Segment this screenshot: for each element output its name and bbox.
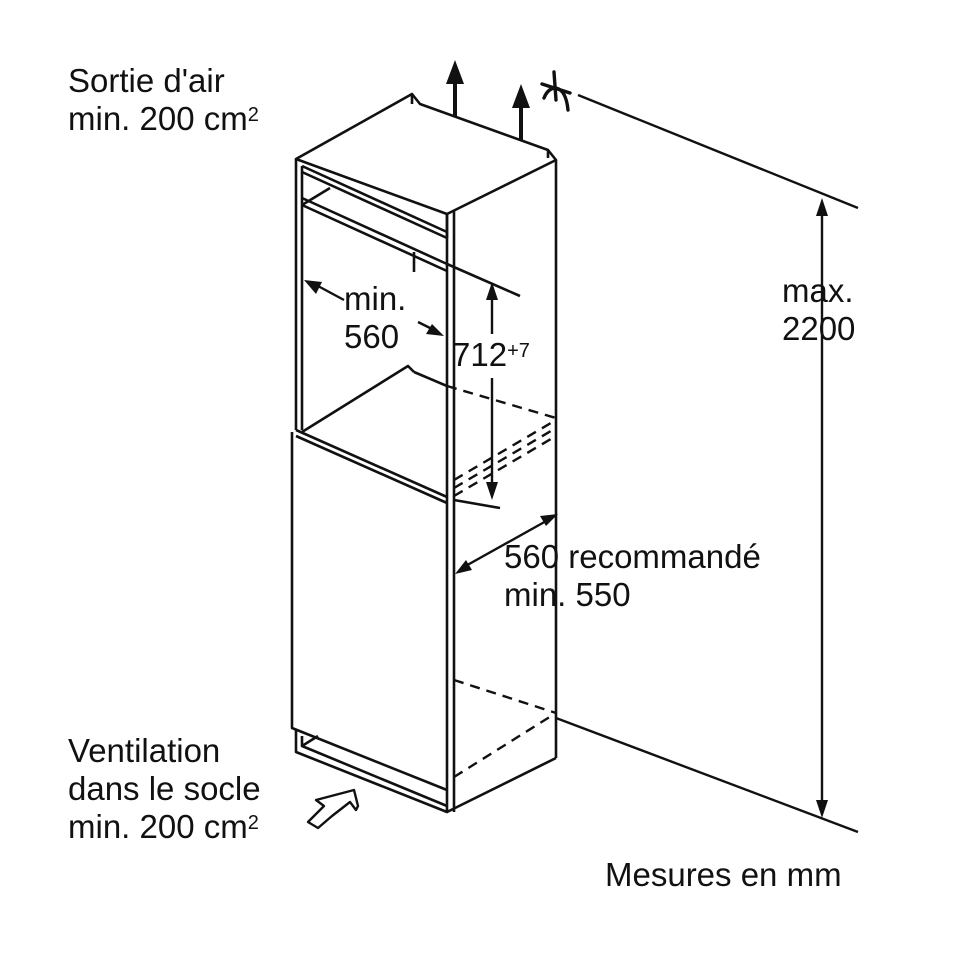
niche-width-dim-left <box>317 284 345 302</box>
ventilation-area: min. 200 cm <box>68 808 248 845</box>
max-height-line1: max. <box>782 272 854 309</box>
max-height-value: 2200 <box>782 310 856 347</box>
air-outlet-label: Sortie d'air min. 200 cm2 <box>68 62 259 138</box>
depth-label: 560 recommandé min. 550 <box>504 538 761 614</box>
niche-height-tolerance: +7 <box>507 340 530 362</box>
air-outlet-line1: Sortie d'air <box>68 62 225 99</box>
air-outlet-area: min. 200 cm <box>68 100 248 137</box>
units-label: Mesures en mm <box>605 856 842 893</box>
max-height-ref-top <box>577 93 859 210</box>
niche-width-value: 560 <box>344 318 400 355</box>
appliance-door <box>290 432 448 792</box>
depth-dim <box>461 518 549 570</box>
depth-recommended: 560 recommandé <box>504 538 761 575</box>
ventilation-arrow <box>306 788 360 830</box>
superscript: 2 <box>247 104 259 126</box>
depth-minimum: min. 550 <box>504 576 631 613</box>
ventilation-label: Ventilation dans le socle min. 200 cm2 <box>68 732 261 846</box>
ceiling-symbol <box>540 70 572 112</box>
niche-height-value: 712 <box>452 336 508 373</box>
ventilation-line2: dans le socle <box>68 770 261 807</box>
ventilation-line1: Ventilation <box>68 732 221 769</box>
max-height-label: max. 2200 <box>782 272 855 348</box>
max-height-ref-bottom <box>555 716 859 834</box>
air-outlet-line2: min. 200 cm2 <box>68 100 259 138</box>
niche-width-label: min. 560 <box>344 280 406 356</box>
superscript: 2 <box>247 812 259 834</box>
ventilation-line3: min. 200 cm2 <box>68 808 261 846</box>
cabinet-top <box>294 92 558 216</box>
niche-height-label: 712+7 <box>452 336 530 374</box>
air-outlet-arrows <box>446 60 530 140</box>
niche-width-line1: min. <box>344 280 407 317</box>
